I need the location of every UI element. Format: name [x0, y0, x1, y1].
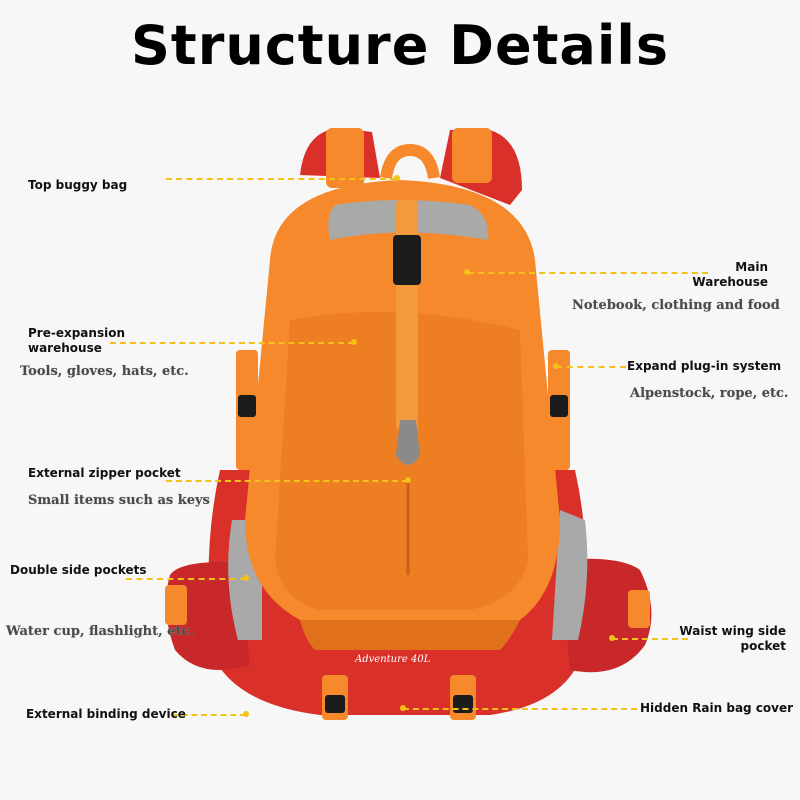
leader-double-side [126, 578, 246, 580]
leader-main-warehouse [468, 272, 708, 274]
left-waist-wing [166, 561, 250, 670]
top-handle [380, 143, 440, 180]
label-expand-plugin: Expand plug-in system [627, 359, 782, 373]
desc-double-side: Water cup, flashlight, etc. [6, 624, 194, 639]
bottom-right-buckle [453, 695, 473, 713]
leader-pre-expansion [110, 342, 354, 344]
leader-top-buggy [166, 178, 396, 180]
left-side-buckle [238, 395, 256, 417]
dot-expand-plugin [553, 363, 559, 369]
right-strap-webbing [452, 128, 492, 183]
zipper-pull [396, 420, 420, 465]
label-double-side: Double side pockets [10, 563, 147, 577]
dot-hidden-rain [400, 705, 406, 711]
leader-external-binding [172, 714, 246, 716]
center-buckle [393, 235, 421, 285]
label-external-zipper: External zipper pocket [28, 466, 181, 480]
brand-print: Adventure 40L [354, 654, 431, 665]
leader-expand-plugin [556, 366, 626, 368]
right-side-buckle [550, 395, 568, 417]
dot-external-binding [243, 711, 249, 717]
leader-waist-wing [612, 638, 688, 640]
label-waist-wing: Waist wing side pocket [679, 624, 786, 653]
label-external-binding: External binding device [26, 707, 186, 721]
bottom-left-buckle [325, 695, 345, 713]
label-main-warehouse: Main Warehouse [692, 260, 768, 289]
dot-main-warehouse [464, 269, 470, 275]
dot-double-side [243, 575, 249, 581]
label-top-buggy-bag: Top buggy bag [28, 178, 128, 192]
right-mesh-pocket [552, 510, 588, 640]
desc-expand-plugin: Alpenstock, rope, etc. [630, 386, 789, 401]
dot-top-buggy [394, 175, 400, 181]
desc-main-warehouse: Notebook, clothing and food [572, 298, 780, 313]
page-title: Structure Details [131, 14, 669, 77]
label-hidden-rain: Hidden Rain bag cover [640, 701, 794, 715]
left-wing-buckle [165, 585, 187, 625]
right-wing-buckle [628, 590, 650, 628]
desc-external-zipper: Small items such as keys [28, 493, 210, 508]
dot-external-zipper [405, 477, 411, 483]
label-pre-expansion: Pre-expansion warehouse [28, 326, 125, 355]
desc-pre-expansion: Tools, gloves, hats, etc. [20, 364, 189, 379]
dot-pre-expansion [351, 339, 357, 345]
leader-hidden-rain [403, 708, 637, 710]
center-compression-strap [396, 200, 418, 430]
leader-external-zipper [166, 480, 408, 482]
left-strap-webbing [326, 128, 364, 188]
dot-waist-wing [609, 635, 615, 641]
bottom-accent [300, 620, 520, 650]
